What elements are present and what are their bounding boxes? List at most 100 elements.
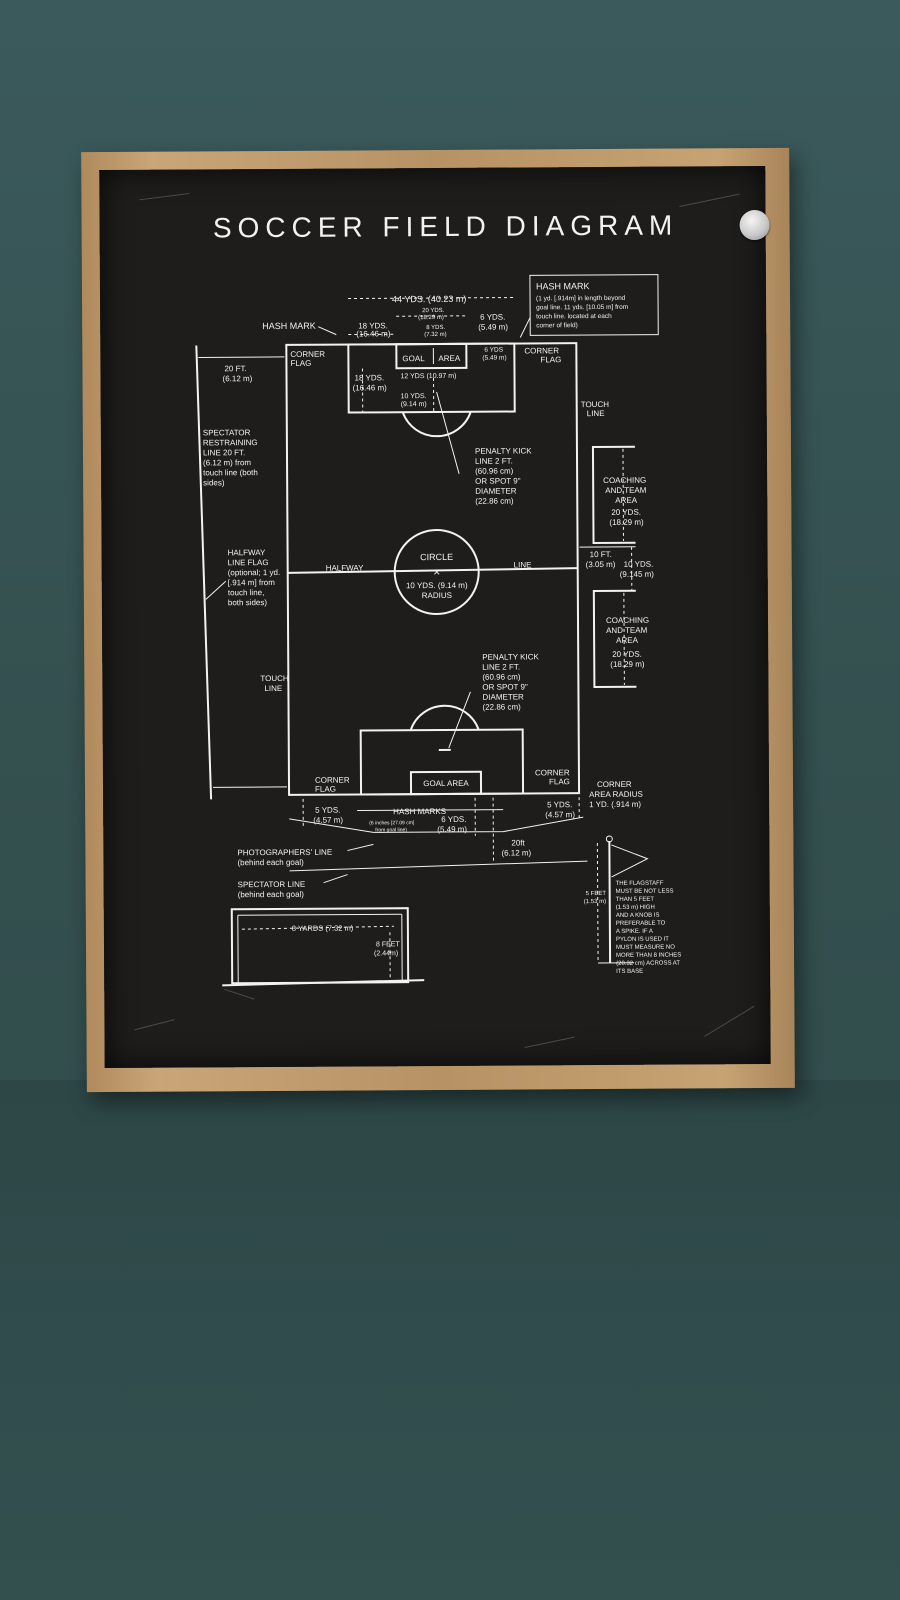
soccer-field-diagram: SOCCER FIELD DIAGRAM × [134, 193, 755, 1048]
label-dim-10yds: 10 YDS. [401, 393, 427, 400]
goal-ground [222, 979, 425, 987]
label-dim-10yds-right: 10 YDS. [624, 560, 654, 569]
label-flagstaff-3: THAN 5 FEET [616, 897, 655, 903]
coaching-area-2 [592, 589, 637, 689]
label-flag-5feet: 5 FEET [586, 891, 607, 897]
label-penalty-top-6: (22.86 cm) [475, 497, 514, 506]
label-penalty-top-4: OR SPOT 9" [475, 476, 521, 485]
label-flagstaff-1: THE FLAGSTAFF [616, 881, 664, 887]
label-dim-5yds-right-m: (4.57 m) [545, 810, 575, 819]
spectator-restraining-line [195, 345, 213, 800]
label-flagstaff-8: PYLON IS USED IT [616, 937, 669, 943]
dim-44-line [348, 297, 515, 300]
flagstaff-pole [608, 840, 612, 963]
halfway-flag-pointer [205, 580, 227, 600]
label-flagstaff-9: MUST MEASURE NO [616, 945, 675, 951]
spectator-line-pointer [323, 874, 348, 884]
label-halfway-flag-5: touch line, [228, 588, 265, 597]
hash-mark-box [529, 274, 659, 336]
photographers-line [289, 816, 584, 833]
label-dim-20ft-bottom-m: (6.12 m) [501, 848, 531, 857]
label-photographers-2: (behind each goal) [237, 858, 304, 867]
diagram-title: SOCCER FIELD DIAGRAM [213, 210, 679, 244]
center-mark: × [433, 565, 440, 579]
label-corner-flag-br-2: FLAG [549, 777, 570, 786]
label-dim-12yds: 12 YDS (10.97 m) [400, 373, 456, 380]
label-coaching-1-3: AREA [615, 496, 638, 505]
label-corner-radius-1: CORNER [597, 780, 632, 789]
hash-box-pointer [519, 317, 531, 338]
label-penalty-top-3: (60.96 cm) [475, 467, 514, 476]
flagstaff-height-dim [596, 843, 599, 962]
label-flagstaff-2: MUST BE NOT LESS [616, 889, 674, 895]
label-dim-6yds-bottom: 6 YDS. [441, 815, 466, 824]
label-circle: CIRCLE [420, 552, 453, 562]
label-corner-flag-tr-2: FLAG [540, 355, 561, 364]
screw-icon [739, 209, 770, 241]
label-photographers-1: PHOTOGRAPHERS' LINE [237, 848, 332, 858]
hash-mark-box-line-1: (1 yd. [.914m] in length beyond [536, 295, 626, 303]
hash-mark-box-line-2: goal line. 11 yds. [10.05 m] from [536, 304, 628, 312]
label-dim-5yds-left-m: (4.57 m) [313, 816, 343, 825]
label-coaching-2-3: AREA [616, 636, 639, 645]
label-corner-flag-tl-2: FLAG [290, 359, 311, 368]
label-dim-20ft-bottom: 20ft [511, 838, 525, 847]
label-dim-6yds-small-m: (5.49 m) [482, 355, 506, 362]
label-dim-8yds: 8 YDS. [426, 325, 445, 331]
bottom-penalty-arc [409, 704, 480, 731]
label-dim-20ft: 20 FT. [224, 364, 246, 373]
top-goal-area [395, 342, 468, 370]
label-corner-flag-bl-1: CORNER [315, 776, 350, 785]
label-flagstaff-7: A SPIKE. IF A [616, 929, 653, 935]
label-goal-8feet: 8 FEET [376, 941, 400, 948]
label-hash-marks-sub-2: from goal line) [375, 827, 407, 833]
label-dim-6yds-small: 6 YDS [484, 347, 503, 354]
surface-scratches [134, 193, 755, 1048]
flagstaff-knob [605, 835, 613, 843]
label-area-top: AREA [438, 354, 461, 363]
hash-mark-box-line-3: touch line. located at each [536, 313, 612, 320]
label-flag-5feet-m: (1.53 m) [584, 899, 606, 905]
label-dim-44: 44 YDS. (40.23 m) [392, 294, 466, 304]
goal-crossbar-inner [237, 913, 402, 916]
label-corner-flag-tl-1: CORNER [290, 350, 325, 359]
label-goal-8yards: 8 YARDS (7.32 m) [292, 924, 354, 933]
label-touch-line-right-2: LINE [587, 409, 605, 418]
hash-mark-box-title: HASH MARK [536, 281, 590, 291]
goal-width-dim [241, 925, 394, 930]
label-spectator-4: (6.12 m) from [203, 458, 251, 467]
label-dim-10ft: 10 FT. [590, 550, 612, 559]
label-corner-radius-2: AREA RADIUS [589, 790, 643, 799]
label-hash-marks-sub-1: (6 inches [27.09 cm] [369, 820, 415, 826]
halfway-line [287, 567, 578, 574]
label-penalty-bot-1: PENALTY KICK [482, 652, 539, 661]
label-goal-area-bottom: GOAL AREA [423, 779, 469, 788]
label-dim-20ft-m: (6.12 m) [222, 374, 252, 383]
label-halfway-flag-6: both sides) [228, 598, 268, 607]
label-radius-2: RADIUS [422, 591, 452, 600]
label-corner-flag-bl-2: FLAG [315, 785, 336, 794]
label-touch-line-left-1: TOUCH [260, 674, 289, 683]
hash-marks-line [357, 809, 504, 811]
label-flagstaff-11: (20.32 cm) ACROSS AT [616, 961, 680, 967]
label-spectator-line-1: SPECTATOR LINE [238, 880, 306, 889]
label-dim-5yds-right: 5 YDS. [547, 800, 572, 809]
floor-shadow [0, 1080, 900, 1600]
label-spectator-6: sides) [203, 478, 225, 487]
coaching-area-1 [591, 445, 636, 545]
label-flagstaff-10: MORE THAN 8 INCHES [616, 953, 681, 959]
label-spectator-1: SPECTATOR [203, 428, 251, 437]
label-dim-8yds-m: (7.32 m) [424, 332, 446, 338]
label-penalty-bot-6: (22.86 cm) [483, 702, 522, 711]
label-dim-18yds-m: (16.46 m) [356, 329, 391, 338]
label-corner-radius-3: 1 YD. (.914 m) [589, 800, 641, 809]
label-penalty-bot-5: DIAMETER [482, 692, 524, 701]
label-hash-marks: HASH MARKS [393, 807, 446, 816]
label-penalty-top-1: PENALTY KICK [475, 446, 532, 455]
label-coaching-1-2: AND TEAM [605, 486, 647, 495]
label-flagstaff-6: PREFERABLE TO [616, 921, 666, 927]
label-dim-18yds: 18 YDS. [358, 321, 388, 330]
label-halfway-flag-4: [.914 m] from [228, 578, 276, 587]
label-hash-mark-left: HASH MARK [262, 321, 316, 331]
label-goal-8feet-m: (2.44m) [374, 950, 398, 957]
